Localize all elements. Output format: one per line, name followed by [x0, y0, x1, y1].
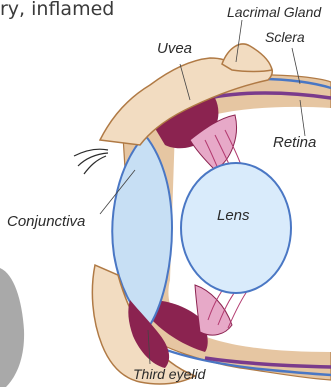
lens: [181, 163, 291, 293]
lacrimal-gland: [222, 44, 272, 71]
label-lacrimal-gland: Lacrimal Gland: [227, 4, 321, 20]
label-lens: Lens: [217, 207, 250, 224]
label-sclera: Sclera: [265, 29, 305, 45]
label-third-eyelid: Third eyelid: [133, 366, 205, 382]
label-uvea: Uvea: [157, 40, 192, 57]
eyelashes: [74, 149, 108, 174]
label-conjunctiva: Conjunctiva: [7, 213, 85, 230]
photo-fragment: [0, 268, 24, 387]
label-retina: Retina: [273, 134, 316, 151]
